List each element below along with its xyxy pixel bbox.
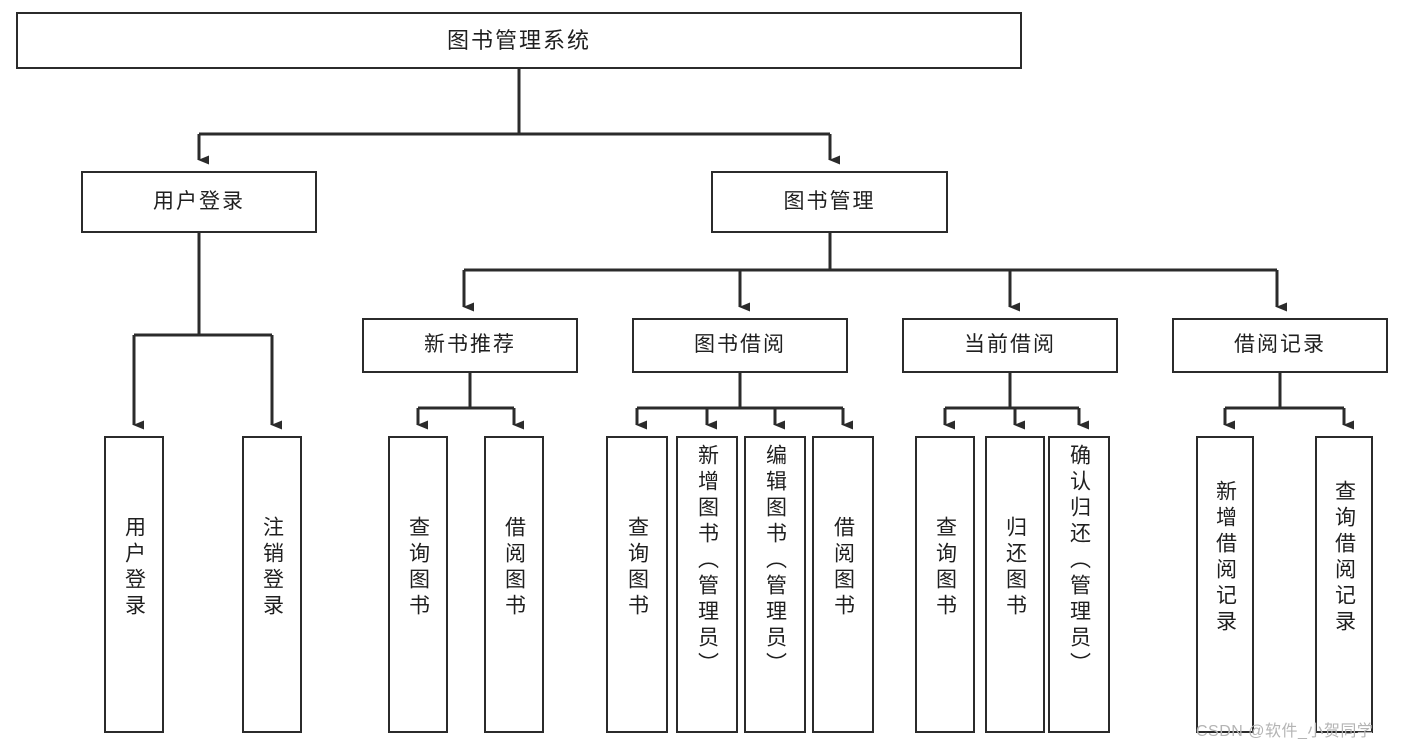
leaf-user-logout[interactable]: 注销登录: [242, 436, 302, 733]
node-new-book-recommend[interactable]: 新书推荐: [362, 318, 578, 373]
node-label: 查询图书: [933, 516, 957, 620]
leaf-query-book-borrow[interactable]: 查询图书: [606, 436, 668, 733]
node-borrow-record[interactable]: 借阅记录: [1172, 318, 1388, 373]
node-label: 新增图书（管理员）: [695, 444, 719, 678]
node-label: 查询图书: [406, 516, 430, 620]
node-label: 图书管理系统: [446, 27, 591, 53]
node-label: 图书借阅: [694, 333, 786, 357]
node-label: 确认归还（管理员）: [1067, 444, 1091, 678]
node-label: 新书推荐: [424, 333, 516, 357]
leaf-query-book-recommend[interactable]: 查询图书: [388, 436, 448, 733]
node-label: 图书管理: [783, 189, 876, 213]
node-label: 归还图书: [1003, 516, 1027, 620]
node-label: 新增借阅记录: [1213, 480, 1237, 636]
node-label: 当前借阅: [964, 333, 1056, 357]
node-current-borrow[interactable]: 当前借阅: [902, 318, 1118, 373]
node-label: 查询图书: [625, 516, 649, 620]
leaf-confirm-return-admin[interactable]: 确认归还（管理员）: [1048, 436, 1110, 733]
leaf-borrow-book-recommend[interactable]: 借阅图书: [484, 436, 544, 733]
csdn-watermark: CSDN @软件_小贺同学: [1196, 723, 1374, 740]
node-label: 用户登录: [153, 189, 245, 213]
node-label: 用户登录: [122, 516, 146, 620]
leaf-user-login[interactable]: 用户登录: [104, 436, 164, 733]
leaf-add-book-admin[interactable]: 新增图书（管理员）: [676, 436, 738, 733]
node-label: 查询借阅记录: [1332, 480, 1356, 636]
node-label: 借阅图书: [502, 516, 526, 620]
node-label: 借阅记录: [1234, 333, 1326, 357]
node-label: 借阅图书: [831, 516, 855, 620]
leaf-query-book-current[interactable]: 查询图书: [915, 436, 975, 733]
node-user-login[interactable]: 用户登录: [81, 171, 317, 233]
node-root-system[interactable]: 图书管理系统: [16, 12, 1022, 69]
node-book-management[interactable]: 图书管理: [711, 171, 948, 233]
leaf-return-book[interactable]: 归还图书: [985, 436, 1045, 733]
leaf-add-borrow-record[interactable]: 新增借阅记录: [1196, 436, 1254, 733]
leaf-borrow-book[interactable]: 借阅图书: [812, 436, 874, 733]
leaf-query-borrow-record[interactable]: 查询借阅记录: [1315, 436, 1373, 733]
node-label: 编辑图书（管理员）: [763, 444, 787, 678]
node-label: 注销登录: [260, 516, 284, 620]
node-book-borrow[interactable]: 图书借阅: [632, 318, 848, 373]
leaf-edit-book-admin[interactable]: 编辑图书（管理员）: [744, 436, 806, 733]
